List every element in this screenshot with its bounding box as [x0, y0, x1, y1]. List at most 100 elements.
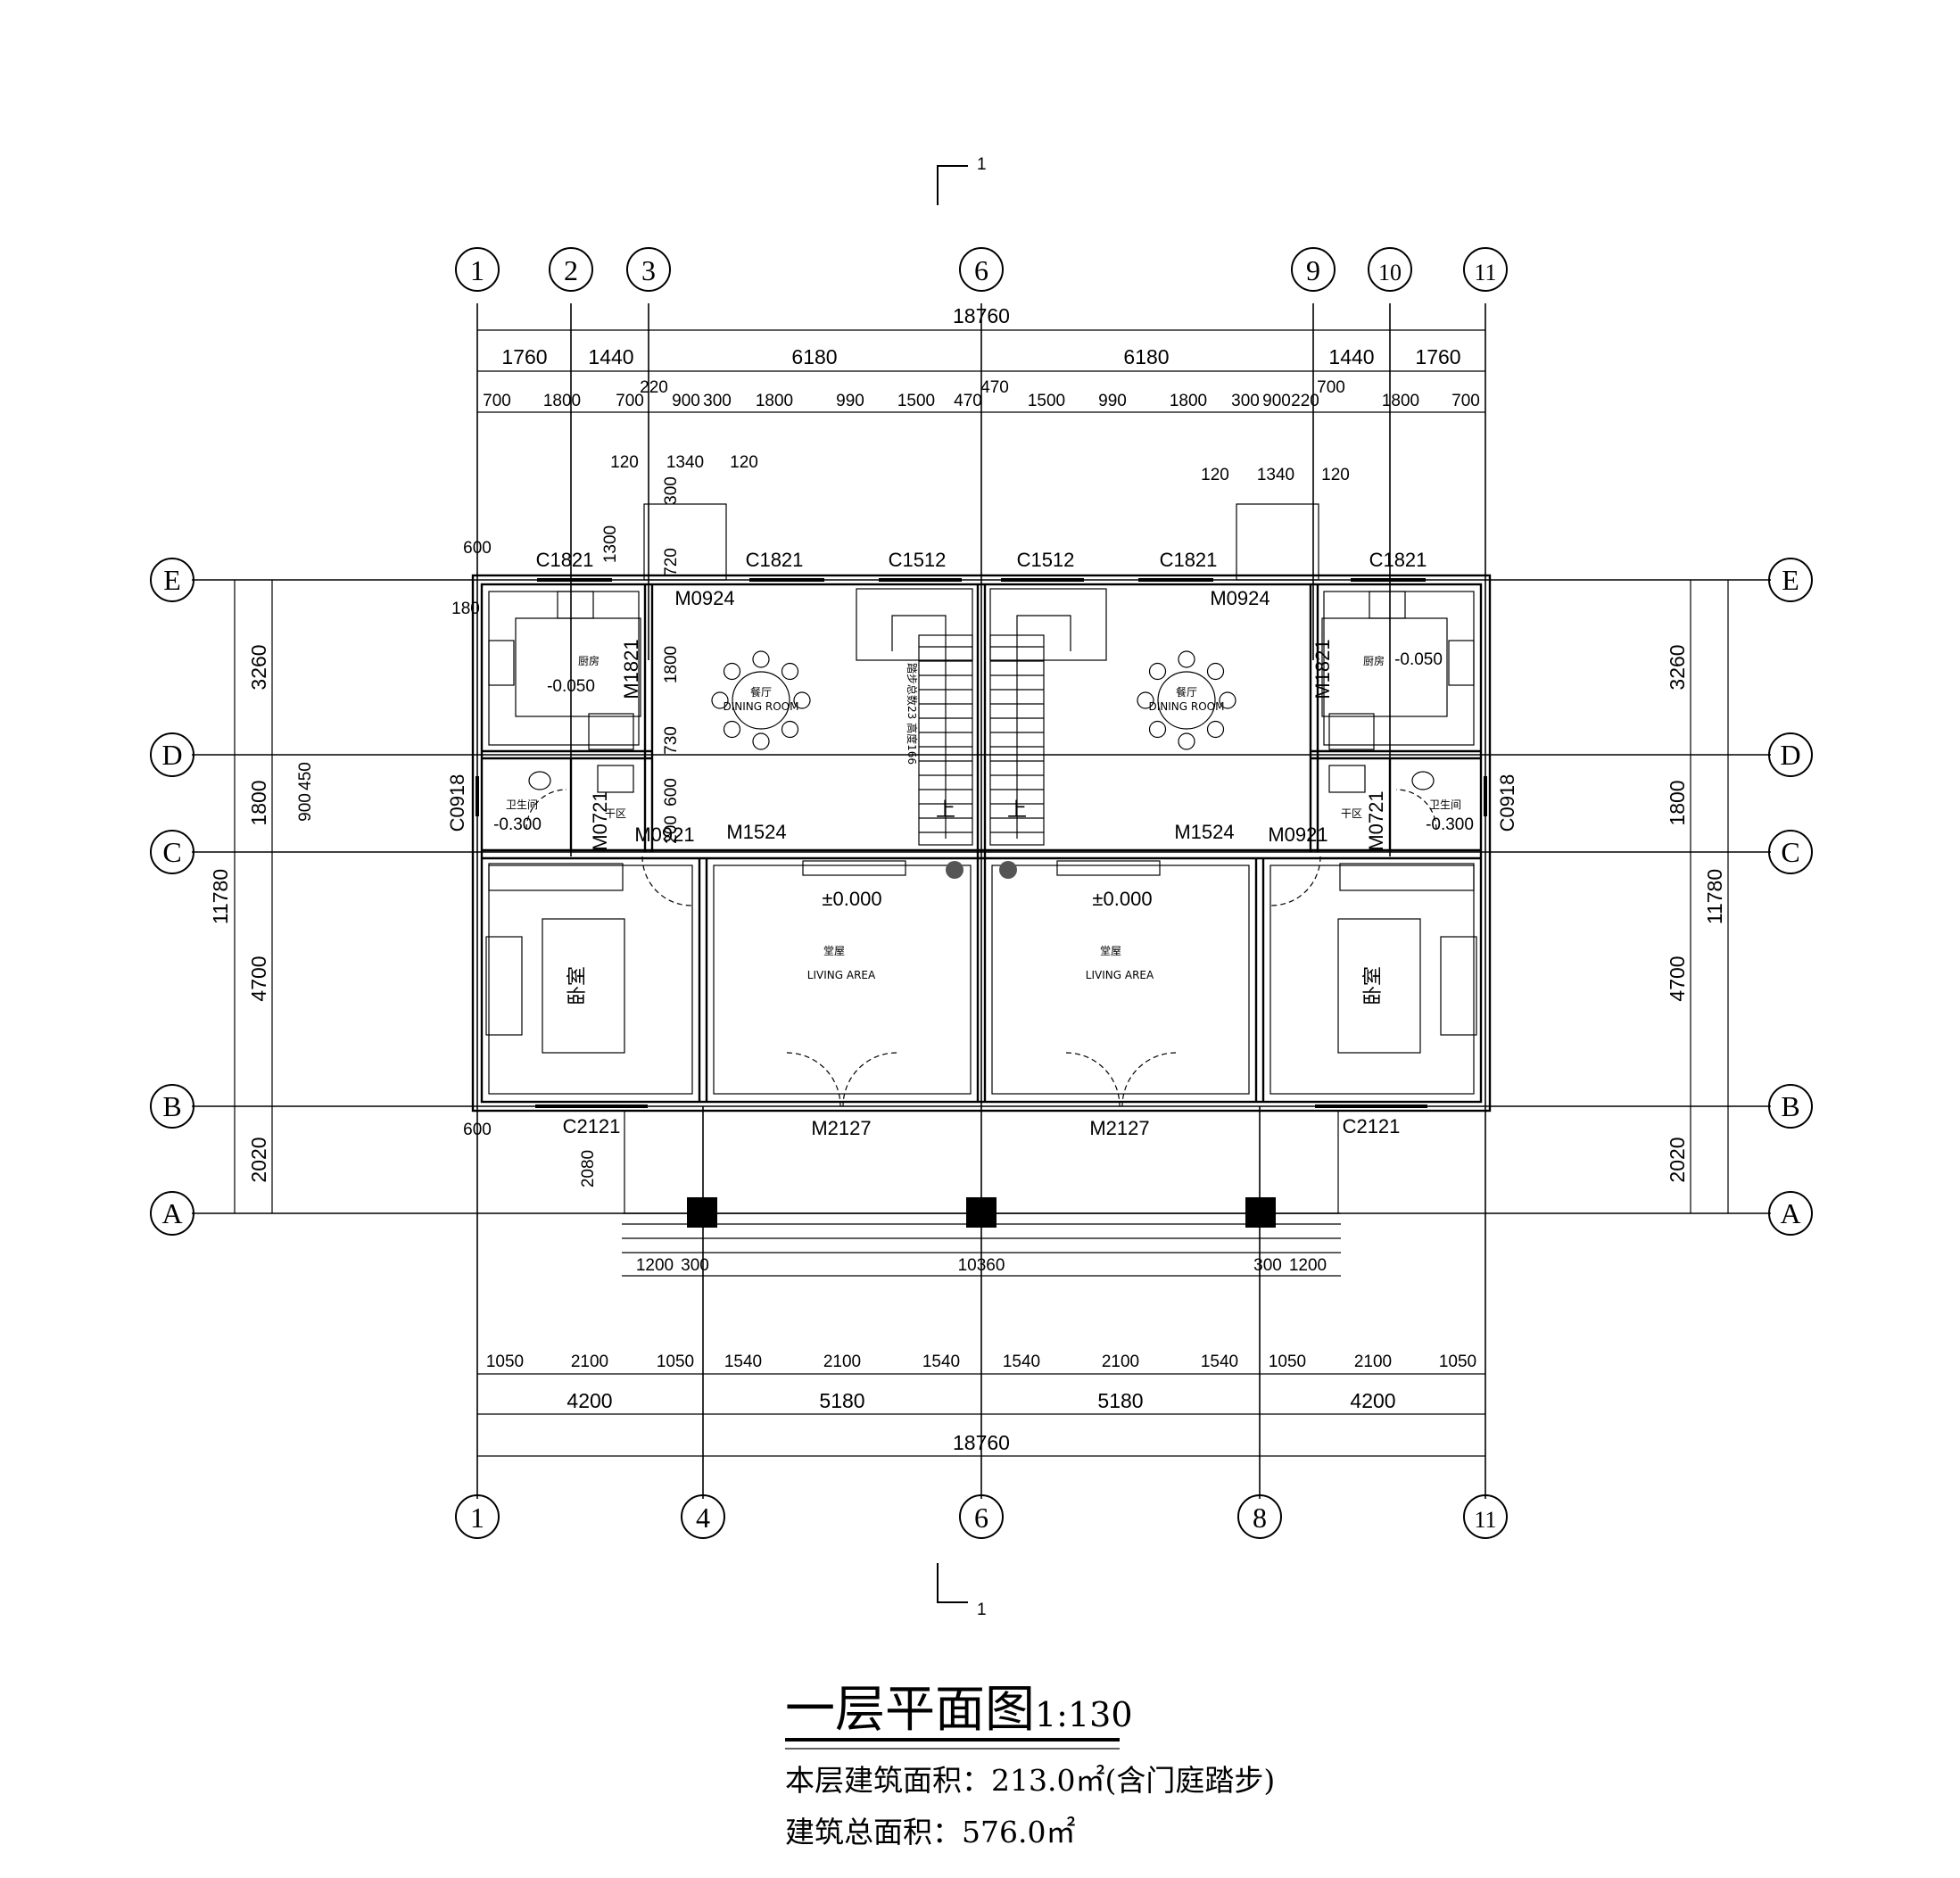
svg-text:LIVING AREA: LIVING AREA — [1086, 969, 1154, 981]
door-labels: M0924 M0924 M1821 M1821 M0721 M0721 M092… — [589, 587, 1387, 1139]
svg-text:4200: 4200 — [566, 1389, 612, 1412]
svg-text:720: 720 — [662, 548, 681, 576]
axis-row-C-left: C — [162, 836, 181, 868]
stairs — [643, 503, 1319, 846]
axis-row-D-right: D — [1780, 739, 1800, 771]
svg-text:DINING ROOM: DINING ROOM — [1149, 700, 1225, 713]
svg-text:M2127: M2127 — [811, 1117, 871, 1139]
section-mark-top: 1 — [977, 155, 987, 174]
svg-text:M1524: M1524 — [1174, 821, 1234, 843]
svg-text:200: 200 — [662, 815, 681, 844]
svg-text:10360: 10360 — [958, 1256, 1005, 1275]
axis-row-A-left: A — [161, 1197, 182, 1229]
svg-text:3260: 3260 — [1666, 644, 1689, 690]
svg-text:900: 900 — [672, 392, 700, 410]
axis-label-bottom-1: 1 — [470, 1502, 484, 1534]
section-mark-bottom: 1 — [977, 1601, 987, 1619]
svg-text:1300: 1300 — [601, 525, 620, 563]
svg-text:450: 450 — [296, 762, 315, 790]
svg-text:120: 120 — [1321, 466, 1350, 484]
svg-text:C1821: C1821 — [1369, 549, 1427, 571]
svg-text:上: 上 — [1007, 798, 1027, 821]
svg-text:卧室: 卧室 — [566, 966, 588, 1005]
svg-text:220: 220 — [1291, 392, 1319, 410]
svg-text:2100: 2100 — [1354, 1353, 1392, 1371]
svg-text:M2127: M2127 — [1089, 1117, 1149, 1139]
svg-text:厨房: 厨房 — [1363, 654, 1385, 667]
svg-text:M0924: M0924 — [1210, 587, 1269, 609]
svg-text:M0721: M0721 — [589, 790, 611, 850]
svg-text:1200: 1200 — [1289, 1256, 1327, 1275]
svg-text:6180: 6180 — [1123, 345, 1169, 368]
window-labels: C1821 C1821 C1512 C1512 C1821 C1821 C091… — [446, 549, 1518, 1138]
svg-text:LIVING AREA: LIVING AREA — [807, 969, 876, 981]
svg-text:1800: 1800 — [1382, 392, 1419, 410]
svg-text:1800: 1800 — [247, 780, 270, 825]
svg-text:220: 220 — [640, 378, 668, 397]
svg-text:2100: 2100 — [571, 1353, 608, 1371]
grid-lines — [192, 303, 1771, 1499]
svg-text:C1821: C1821 — [536, 549, 594, 571]
svg-text:2100: 2100 — [823, 1353, 861, 1371]
svg-text:M1821: M1821 — [620, 639, 642, 699]
svg-text:5180: 5180 — [819, 1389, 864, 1412]
svg-text:2020: 2020 — [247, 1137, 270, 1182]
svg-text:600: 600 — [463, 539, 492, 558]
svg-text:C1821: C1821 — [746, 549, 804, 571]
svg-text:上: 上 — [936, 798, 955, 821]
svg-text:120: 120 — [610, 453, 639, 472]
dim-left-rows: 3260 1800 4700 2020 11780 — [209, 644, 270, 1182]
svg-text:餐厅: 餐厅 — [750, 685, 772, 699]
svg-text:-0.300: -0.300 — [1426, 815, 1474, 834]
dim-bottom-total: 18760 — [953, 1431, 1010, 1454]
svg-text:700: 700 — [483, 392, 511, 410]
dining-chair — [711, 691, 729, 709]
svg-text:900: 900 — [296, 793, 315, 822]
svg-text:1540: 1540 — [1201, 1353, 1238, 1371]
svg-text:1800: 1800 — [1666, 780, 1689, 825]
svg-text:M0721: M0721 — [1365, 790, 1387, 850]
svg-text:600: 600 — [463, 1121, 492, 1139]
dim-top-row2: 700 1800 700 220 900 300 1800 990 1500 4… — [483, 378, 1480, 410]
walls — [471, 574, 1492, 1253]
dim-misc: 600 180 450 900 730 720 1800 600 200 300… — [296, 476, 681, 1187]
svg-text:1760: 1760 — [501, 345, 547, 368]
dining-chair — [1137, 691, 1154, 709]
axis-label-top-11: 11 — [1474, 260, 1496, 285]
svg-text:干区: 干区 — [1341, 807, 1362, 820]
svg-text:-0.300: -0.300 — [493, 815, 542, 834]
svg-text:1500: 1500 — [897, 392, 935, 410]
dim-porch: 1200 300 10360 300 1200 — [636, 1256, 1327, 1275]
svg-text:2080: 2080 — [579, 1150, 598, 1187]
svg-text:堂屋: 堂屋 — [1100, 945, 1121, 957]
svg-text:600: 600 — [662, 778, 681, 807]
svg-text:C0918: C0918 — [446, 774, 468, 832]
svg-text:300: 300 — [681, 1256, 709, 1275]
dining-chair — [1148, 662, 1167, 681]
drawing-title: 一层平面图 — [785, 1681, 1035, 1739]
svg-text:卧室: 卧室 — [1361, 966, 1384, 1005]
svg-text:5180: 5180 — [1097, 1389, 1143, 1412]
svg-text:DINING ROOM: DINING ROOM — [724, 700, 799, 713]
dim-top-total: 18760 — [953, 304, 1010, 327]
svg-text:1440: 1440 — [1328, 345, 1374, 368]
svg-text:990: 990 — [836, 392, 864, 410]
section-marks — [937, 165, 968, 1603]
axis-bubbles-top: 1 2 3 6 9 10 11 — [455, 247, 1508, 292]
dining-chair — [752, 650, 770, 668]
floor-area: 本层建筑面积：213.0㎡(含门庭踏步) — [785, 1763, 1275, 1798]
svg-text:4700: 4700 — [1666, 956, 1689, 1001]
svg-text:300: 300 — [703, 392, 732, 410]
svg-text:1800: 1800 — [662, 646, 681, 683]
svg-text:300: 300 — [662, 476, 681, 505]
svg-text:C1512: C1512 — [889, 549, 947, 571]
svg-text:1050: 1050 — [657, 1353, 694, 1371]
svg-text:470: 470 — [954, 392, 982, 410]
dimension-lines — [234, 329, 1729, 1457]
svg-text:M1821: M1821 — [1311, 639, 1334, 699]
svg-text:300: 300 — [1231, 392, 1260, 410]
svg-text:120: 120 — [1201, 466, 1229, 484]
svg-text:C2121: C2121 — [563, 1115, 621, 1138]
